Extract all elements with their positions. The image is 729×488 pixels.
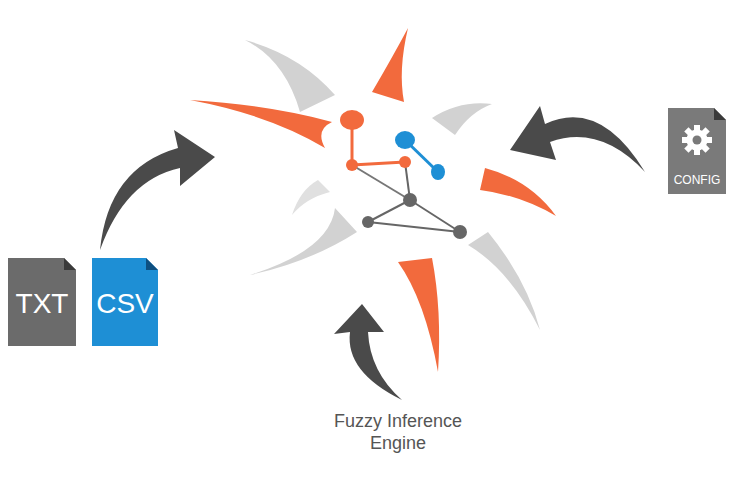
file-body <box>668 108 726 194</box>
orange-blade <box>480 168 556 216</box>
file-icon: CONFIG <box>668 108 726 194</box>
graph-node <box>340 110 364 130</box>
file-type-text: TXT <box>8 288 76 320</box>
file-body <box>8 258 76 346</box>
grey-blade <box>250 208 357 275</box>
curved-arrow <box>510 106 645 172</box>
file-body <box>92 258 158 346</box>
graph-node <box>362 216 374 228</box>
orange-blade <box>398 258 439 372</box>
file-icon: TXT <box>8 258 76 346</box>
file-fold <box>714 108 726 120</box>
orange-blade <box>372 28 408 102</box>
graph-link <box>368 200 410 222</box>
file-fold <box>146 258 158 270</box>
graph-node <box>399 156 411 168</box>
grey-blade <box>292 180 330 215</box>
file-type-text: CSV <box>92 288 158 320</box>
grey-blade <box>245 40 335 112</box>
file-fold <box>64 258 76 270</box>
engine-label: Fuzzy Inference Engine <box>318 410 478 454</box>
curved-arrow <box>334 304 402 400</box>
file-type-text: CONFIG <box>668 172 726 188</box>
orange-blade <box>190 100 332 148</box>
graph-link <box>410 200 460 232</box>
graph-link <box>352 162 405 165</box>
grey-blade <box>468 232 540 330</box>
graph-node <box>395 131 415 149</box>
graph-link <box>352 165 410 200</box>
curved-arrow <box>100 130 215 250</box>
grey-blade <box>432 103 492 135</box>
graph-node <box>403 193 417 207</box>
graph-node <box>431 164 445 180</box>
input-arrows <box>100 106 645 400</box>
network-graph <box>340 110 467 239</box>
file-icon: CSV <box>92 258 158 346</box>
graph-node <box>346 159 358 171</box>
graph-node <box>453 225 467 239</box>
